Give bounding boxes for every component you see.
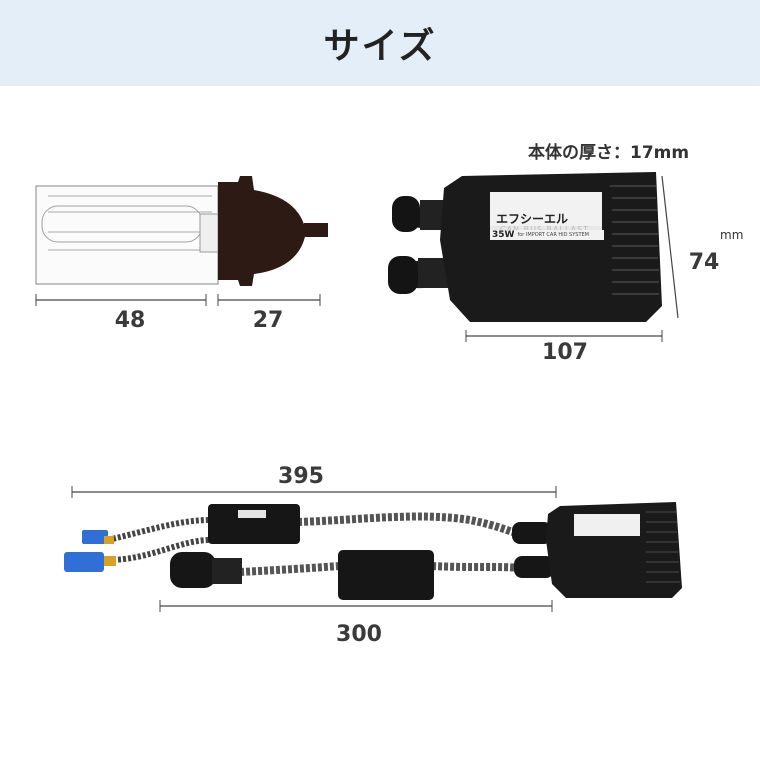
cable-total-length: 395 (278, 464, 324, 489)
cable-sub-length: 300 (336, 622, 382, 647)
ballast-model-label: CAN BUS BALLAST (500, 225, 589, 234)
ballast-watt-sub-label: for IMPORT CAR HID SYSTEM (517, 232, 589, 238)
ballast-watt-row: 35W for IMPORT CAR HID SYSTEM (490, 230, 604, 240)
bulb-length-a: 48 (114, 308, 146, 333)
ballast-width-label: 107 (542, 340, 588, 365)
page-header: サイズ (0, 0, 760, 86)
ballast-brand-label: エフシーエル (496, 212, 569, 226)
bulb-length-b: 27 (252, 308, 284, 333)
thickness-note: 本体の厚さ：17mm (528, 143, 690, 163)
ballast-height-label: 74 (688, 250, 720, 275)
ballast-watt-label: 35W (492, 230, 515, 240)
hid-bulb-drawing (35, 176, 328, 306)
cable-assembly-drawing (64, 486, 682, 612)
unit-label: mm (720, 228, 744, 242)
page-title: サイズ (323, 26, 437, 67)
ballast-drawing (388, 172, 679, 342)
